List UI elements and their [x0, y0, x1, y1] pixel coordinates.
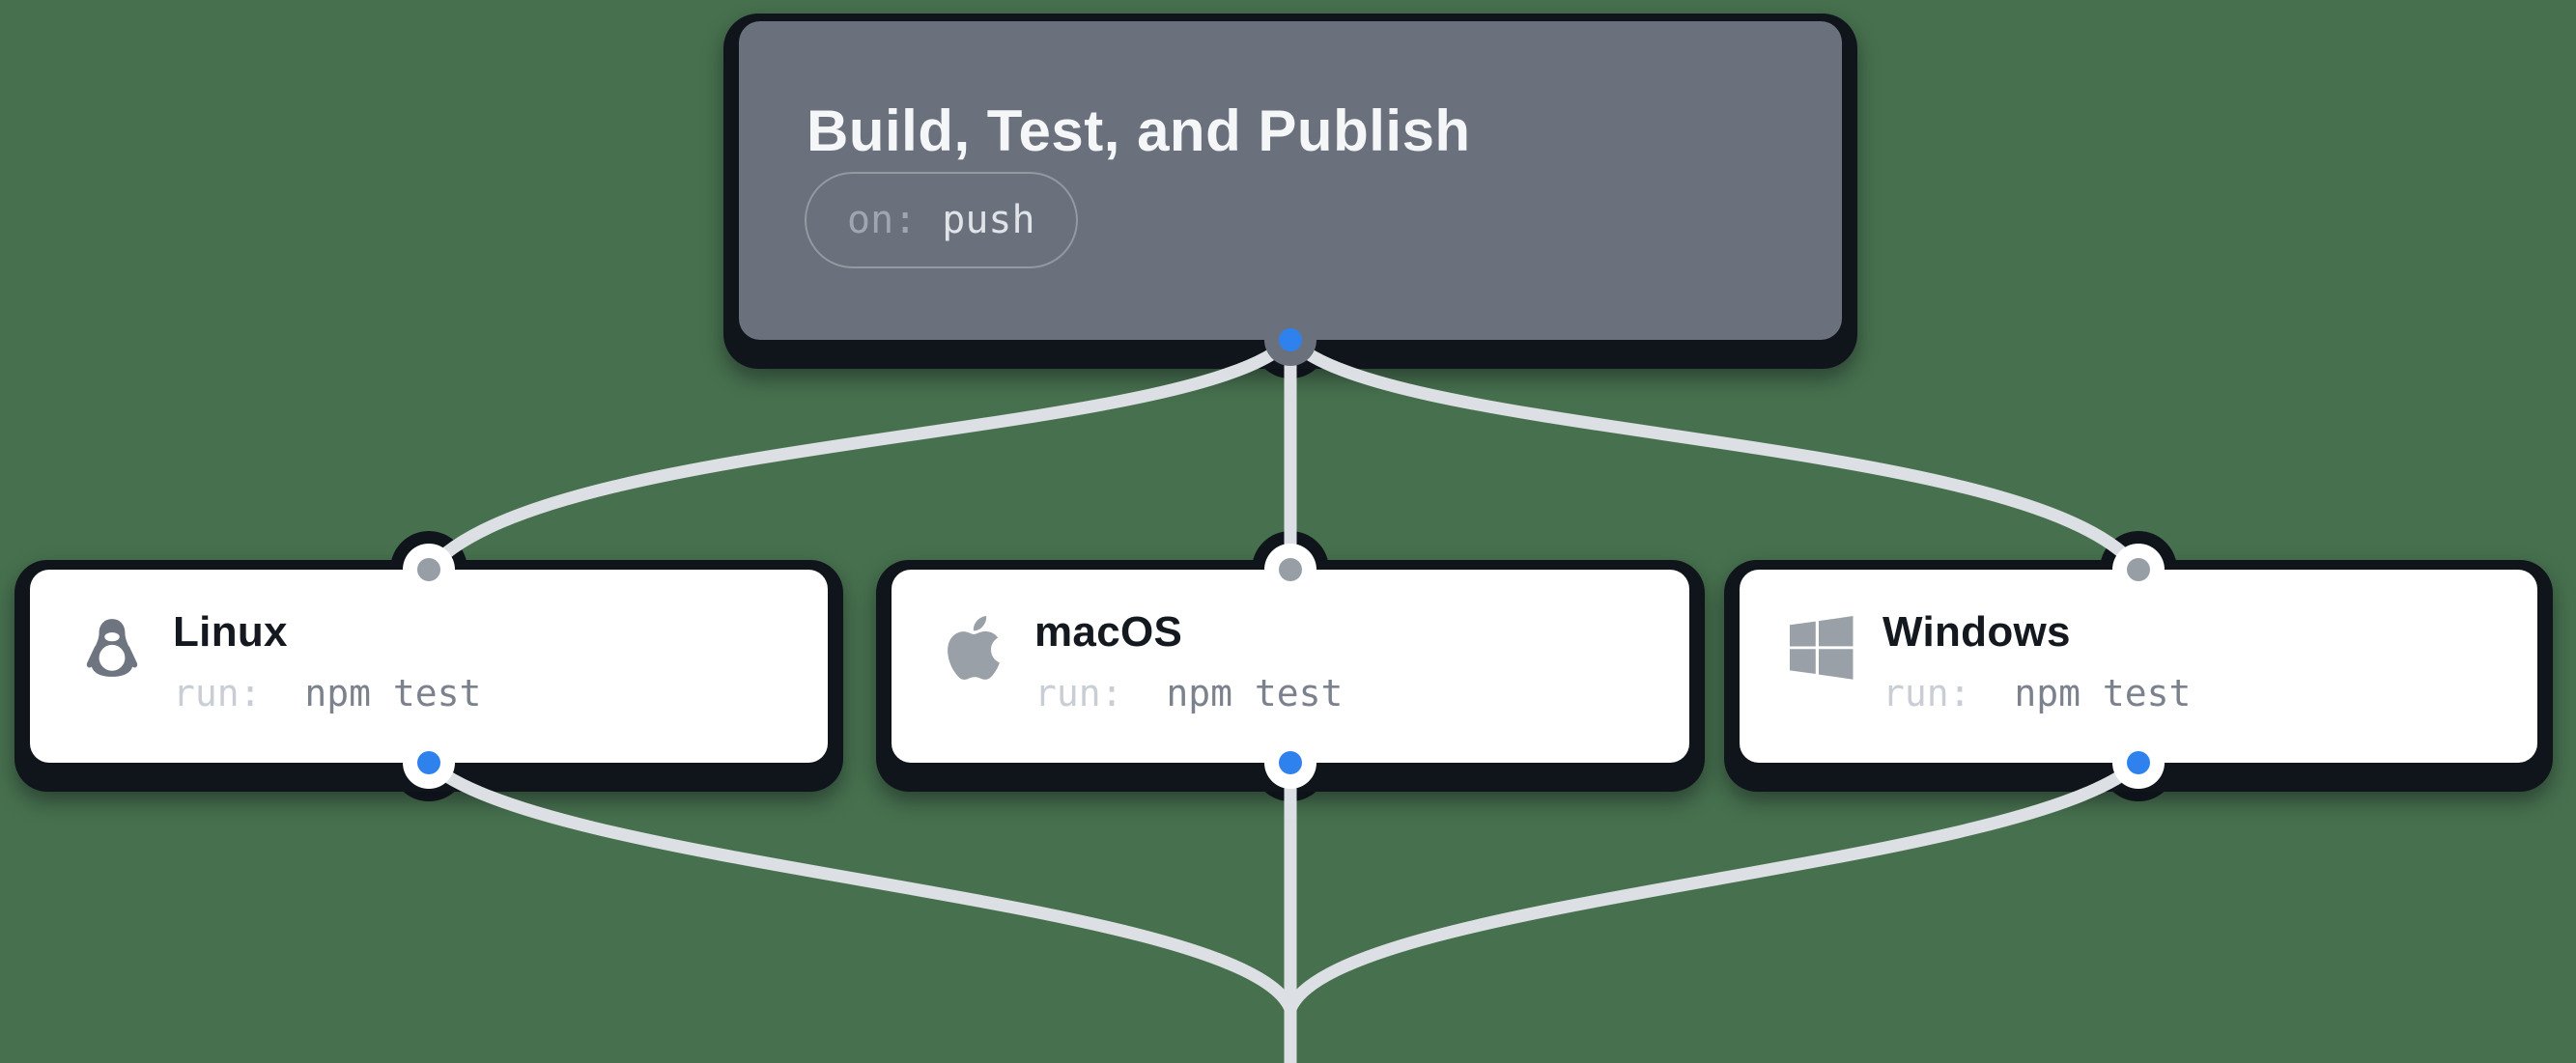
windows-input-dot [2127, 558, 2150, 581]
edge-windows-to-next [1284, 756, 2145, 1016]
edge-trigger-to-windows [1284, 333, 2145, 576]
run-value-label: npm test [2014, 672, 2192, 714]
trigger-output-dot [1279, 328, 1302, 351]
run-value-label: npm test [304, 672, 482, 714]
run-key-label: run: [173, 672, 262, 714]
job-title: macOS [1034, 608, 1183, 656]
trigger-event-badge: on: push [805, 172, 1078, 268]
macos-input-dot [1279, 558, 1302, 581]
run-value-label: npm test [1166, 672, 1344, 714]
job-card-face: macOS run: npm test [892, 570, 1689, 763]
job-run-command: run: npm test [1882, 670, 2191, 716]
edge-trigger-to-linux [422, 333, 1297, 576]
job-card-face: Windows run: npm test [1740, 570, 2537, 763]
linux-output-dot [417, 751, 440, 774]
linux-tux-icon [80, 616, 144, 680]
job-title: Linux [173, 608, 288, 656]
macos-output-dot [1279, 751, 1302, 774]
windows-icon [1790, 616, 1854, 680]
job-run-command: run: npm test [1034, 670, 1343, 716]
edge-linux-to-next [422, 756, 1297, 1016]
workflow-title: Build, Test, and Publish [807, 98, 1471, 163]
windows-output-dot [2127, 751, 2150, 774]
badge-key-label: on: [847, 198, 918, 242]
trigger-card-face: Build, Test, and Publish on: push [739, 21, 1842, 340]
linux-input-dot [417, 558, 440, 581]
badge-value-label: push [942, 198, 1035, 242]
job-run-command: run: npm test [173, 670, 481, 716]
run-key-label: run: [1034, 672, 1123, 714]
job-title: Windows [1882, 608, 2071, 656]
run-key-label: run: [1882, 672, 1971, 714]
workflow-trigger-node[interactable]: Build, Test, and Publish on: push [723, 14, 1857, 369]
apple-icon [942, 616, 1005, 680]
job-card-face: Linux run: npm test [30, 570, 828, 763]
